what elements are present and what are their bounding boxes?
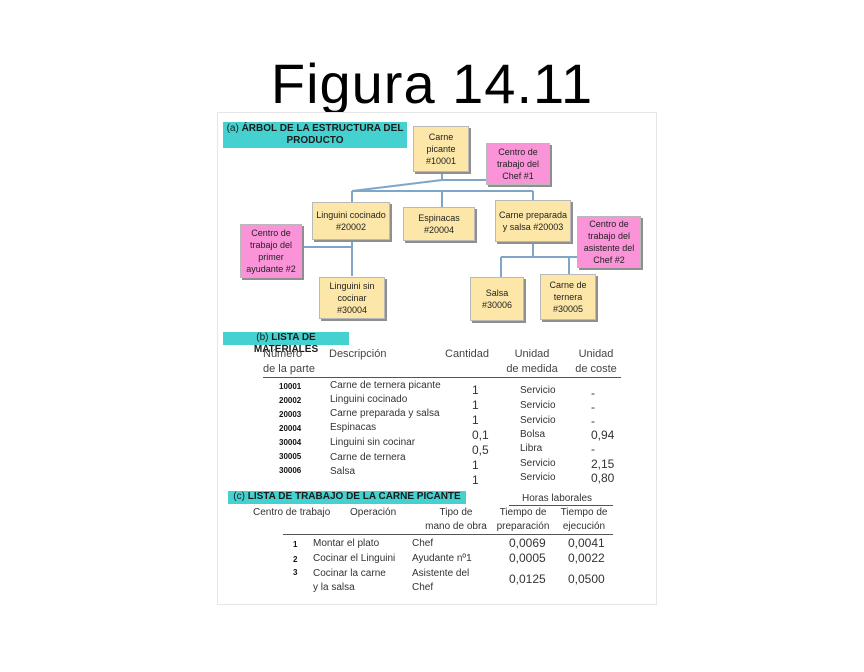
materials-header-rule — [263, 377, 621, 378]
header-ejec: Tiempo de — [560, 507, 608, 518]
cost-6: 0,80 — [591, 471, 615, 485]
node-carne-ternera: Carne de ternera #30005 — [540, 274, 596, 320]
header-centro-trabajo: Centro de trabajo — [253, 507, 331, 518]
node-salsa: Salsa #30006 — [470, 277, 524, 321]
cost-0: - — [591, 386, 595, 400]
qty-4: 0,5 — [472, 443, 489, 457]
cost-5: 2,15 — [591, 457, 615, 471]
tree-connectors — [297, 171, 581, 277]
unit-4: Libra — [520, 443, 543, 454]
qty-0: 1 — [472, 383, 479, 397]
header-numero-2: de la parte — [263, 363, 315, 375]
node-carne-preparada: Carne preparada y salsa #20003 — [495, 200, 571, 242]
header-unidad-coste: Unidad — [578, 348, 614, 360]
header-unidad: Unidad — [514, 348, 550, 360]
materials-heading: (b) LISTA DE MATERIALES — [223, 332, 349, 355]
unit-1: Servicio — [520, 400, 556, 411]
header-tipo-2: mano de obra — [425, 521, 487, 532]
qty-5: 1 — [472, 458, 479, 472]
header-numero: Número — [263, 348, 303, 360]
header-tipo: Tipo de — [439, 507, 473, 518]
header-coste: de coste — [575, 363, 617, 375]
unit-3: Bolsa — [520, 429, 546, 440]
unit-5: Servicio — [520, 458, 556, 469]
unit-2: Servicio — [520, 415, 556, 426]
routing-heading: (c) LISTA DE TRABAJO DE LA CARNE PICANTE — [228, 491, 466, 504]
cost-3: 0,94 — [591, 428, 615, 442]
qty-1: 1 — [472, 398, 479, 412]
hours-rule — [509, 505, 613, 506]
tree-heading: (a) ÁRBOL DE LA ESTRUCTURA DEL PRODUCTO — [223, 122, 407, 148]
unit-0: Servicio — [520, 385, 556, 396]
node-centro-ayudante: Centro de trabajo del primer ayudante #2 — [240, 224, 302, 278]
header-prep-2: preparación — [496, 521, 550, 532]
routing-header-rule — [283, 534, 613, 535]
hours-label: Horas laborales — [521, 493, 593, 504]
figure-panel: (a) ÁRBOL DE LA ESTRUCTURA DEL PRODUCTO … — [217, 112, 657, 605]
header-medida: de medida — [506, 363, 558, 375]
node-centro-chef: Centro de trabajo del Chef #1 — [486, 143, 550, 185]
header-cantidad: Cantidad — [445, 348, 490, 360]
cost-2: - — [591, 414, 595, 428]
node-espinacas: Espinacas #20004 — [403, 207, 475, 241]
node-linguini-cocinado: Linguini cocinado #20002 — [312, 202, 390, 240]
qty-2: 1 — [472, 413, 479, 427]
node-linguini-sin-cocinar: Linguini sin cocinar #30004 — [319, 277, 385, 319]
qty-3: 0,1 — [472, 428, 489, 442]
header-prep: Tiempo de — [499, 507, 547, 518]
slide-title: Figura 14.11 — [270, 52, 594, 115]
header-operacion: Operación — [350, 507, 397, 518]
header-ejec-2: ejecución — [562, 521, 606, 532]
node-centro-asistente: Centro de trabajo del asistente del Chef… — [577, 216, 641, 268]
qty-6: 1 — [472, 473, 479, 487]
node-carne-picante: Carne picante #10001 — [413, 126, 469, 172]
cost-4: - — [591, 442, 595, 456]
header-descripcion: Descripción — [329, 348, 387, 360]
cost-1: - — [591, 400, 595, 414]
unit-6: Servicio — [520, 472, 556, 483]
